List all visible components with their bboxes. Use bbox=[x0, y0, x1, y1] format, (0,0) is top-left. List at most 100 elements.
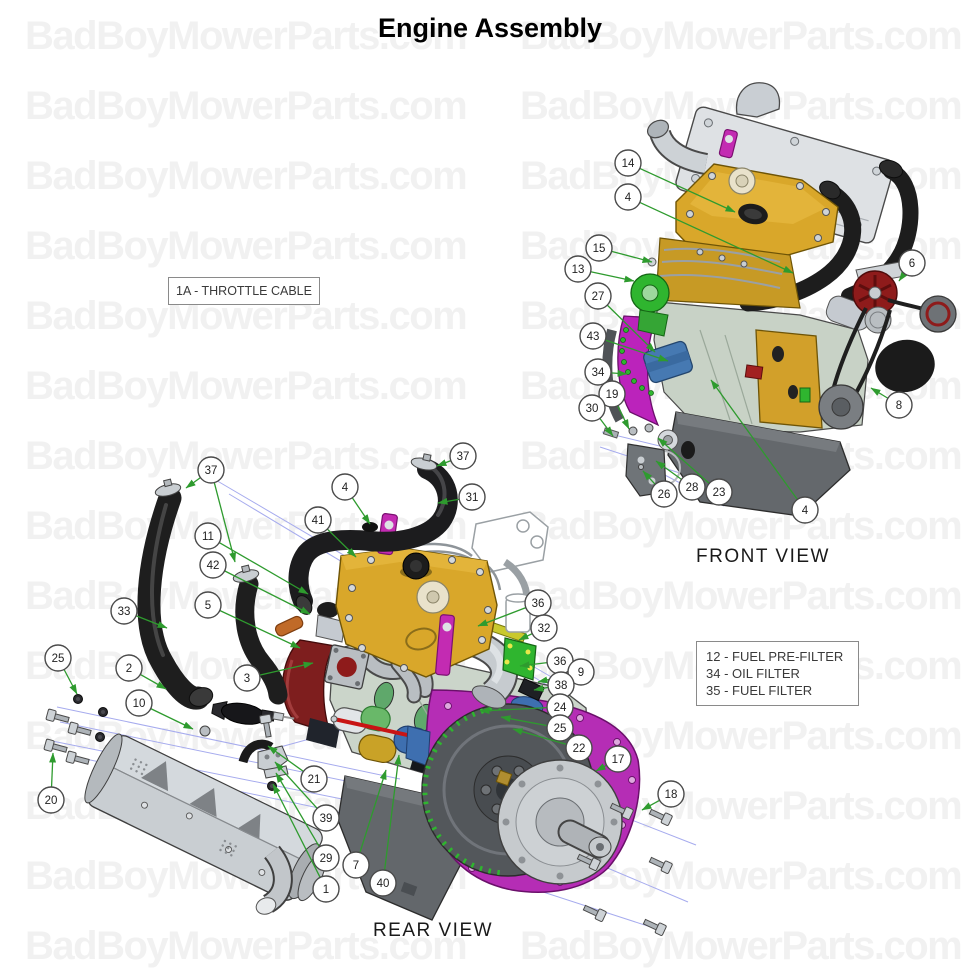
svg-text:15: 15 bbox=[593, 243, 606, 255]
callout-10: 10 bbox=[125, 689, 194, 730]
callout-31: 31 bbox=[437, 483, 486, 511]
leader-arrow bbox=[218, 541, 309, 595]
leader-arrow bbox=[639, 167, 736, 213]
callout-43: 43 bbox=[579, 322, 669, 362]
svg-text:36: 36 bbox=[554, 656, 567, 668]
callout-14: 14 bbox=[614, 149, 736, 213]
callout-11: 11 bbox=[194, 522, 309, 595]
coolant-pump-group bbox=[274, 602, 370, 748]
svg-text:27: 27 bbox=[592, 291, 605, 303]
callout-32: 32 bbox=[518, 614, 558, 642]
svg-text:14: 14 bbox=[622, 158, 635, 170]
callout-17: 17 bbox=[595, 745, 632, 773]
watermark-text: BadBoyMowerParts.com bbox=[520, 924, 963, 968]
svg-text:4: 4 bbox=[802, 505, 809, 517]
watermark-text: BadBoyMowerParts.com bbox=[25, 224, 468, 268]
callout-34: 34 bbox=[584, 358, 628, 386]
callout-26: 26 bbox=[642, 470, 678, 508]
svg-text:18: 18 bbox=[665, 789, 678, 801]
front-view-caption: FRONT VIEW bbox=[696, 546, 830, 567]
connector-icon bbox=[517, 677, 545, 702]
front-view-illustration bbox=[599, 82, 957, 517]
svg-text:25: 25 bbox=[554, 723, 567, 735]
callout-33: 33 bbox=[110, 597, 168, 629]
cylinder-head-front bbox=[647, 237, 801, 309]
callout-41: 41 bbox=[304, 506, 357, 558]
callout-13: 13 bbox=[564, 255, 635, 283]
watermark-text: BadBoyMowerParts.com bbox=[25, 154, 468, 198]
perforation-dots bbox=[129, 758, 237, 857]
callout-2: 2 bbox=[115, 654, 167, 690]
svg-text:4: 4 bbox=[342, 482, 349, 494]
leader-arrow bbox=[479, 706, 548, 715]
leader-arrow bbox=[617, 405, 630, 430]
svg-text:8: 8 bbox=[896, 400, 902, 412]
filter-legend-line: 34 - OIL FILTER bbox=[706, 666, 800, 681]
svg-text:19: 19 bbox=[606, 389, 619, 401]
watermark-text: BadBoyMowerParts.com bbox=[25, 14, 468, 58]
leader-arrow bbox=[611, 250, 653, 263]
callout-15: 15 bbox=[585, 234, 653, 263]
callout-21: 21 bbox=[267, 745, 328, 793]
callout-25: 25 bbox=[44, 644, 78, 695]
svg-text:10: 10 bbox=[133, 698, 146, 710]
watermark-text: BadBoyMowerParts.com bbox=[25, 364, 468, 408]
leader-arrow bbox=[533, 684, 549, 692]
svg-text:37: 37 bbox=[457, 451, 470, 463]
svg-text:41: 41 bbox=[312, 515, 325, 527]
svg-text:25: 25 bbox=[52, 653, 65, 665]
svg-text:13: 13 bbox=[572, 264, 585, 276]
callout-4: 4 bbox=[614, 183, 794, 274]
leader-arrow bbox=[274, 761, 318, 809]
leader-arrow bbox=[383, 754, 402, 871]
leader-arrow bbox=[655, 460, 682, 480]
injection-pump bbox=[744, 329, 823, 429]
svg-text:40: 40 bbox=[377, 878, 390, 890]
leader-arrow bbox=[259, 661, 314, 676]
page-title: Engine Assembly bbox=[377, 13, 603, 43]
svg-text:31: 31 bbox=[466, 492, 479, 504]
leader-arrow bbox=[518, 632, 533, 641]
svg-text:42: 42 bbox=[207, 560, 220, 572]
svg-text:29: 29 bbox=[320, 853, 333, 865]
svg-text:33: 33 bbox=[118, 606, 131, 618]
leader-arrow bbox=[49, 752, 57, 788]
leader-arrow bbox=[898, 271, 908, 282]
leader-arrow bbox=[710, 379, 798, 500]
oil-filter-icon bbox=[643, 340, 693, 384]
leader-arrow bbox=[519, 661, 548, 669]
callout-30: 30 bbox=[578, 394, 614, 437]
svg-text:30: 30 bbox=[586, 403, 599, 415]
svg-text:2: 2 bbox=[126, 663, 132, 675]
callout-18: 18 bbox=[641, 780, 685, 811]
svg-text:3: 3 bbox=[244, 673, 250, 685]
svg-text:23: 23 bbox=[713, 487, 726, 499]
leader-arrow bbox=[606, 304, 656, 353]
svg-text:26: 26 bbox=[658, 489, 671, 501]
fuel-filter-bracket-icon bbox=[502, 637, 537, 681]
leader-arrow bbox=[642, 470, 656, 485]
callout-4: 4 bbox=[710, 379, 819, 524]
callout-27: 27 bbox=[584, 282, 656, 353]
svg-text:6: 6 bbox=[909, 258, 915, 270]
ring-gear-icon bbox=[422, 704, 502, 876]
svg-text:11: 11 bbox=[202, 531, 214, 543]
filter-legend-line: 35 - FUEL FILTER bbox=[706, 683, 813, 698]
callout-37: 37 bbox=[185, 456, 236, 563]
callout-36: 36 bbox=[519, 647, 574, 675]
leader-arrow bbox=[272, 783, 321, 878]
watermark-text: BadBoyMowerParts.com bbox=[25, 84, 468, 128]
callout-3: 3 bbox=[233, 661, 314, 692]
callout-29: 29 bbox=[275, 772, 340, 872]
watermark-text: BadBoyMowerParts.com bbox=[520, 504, 963, 548]
callout-8: 8 bbox=[870, 387, 913, 419]
callout-39: 39 bbox=[274, 761, 340, 832]
svg-text:39: 39 bbox=[320, 813, 333, 825]
svg-text:7: 7 bbox=[353, 860, 359, 872]
leader-arrow bbox=[500, 715, 548, 727]
alternator-belt-group bbox=[818, 261, 957, 430]
rear-view-caption: REAR VIEW bbox=[372, 920, 494, 941]
watermark-text: BadBoyMowerParts.com bbox=[520, 574, 963, 618]
svg-text:17: 17 bbox=[612, 754, 625, 766]
callout-25: 25 bbox=[500, 714, 574, 742]
